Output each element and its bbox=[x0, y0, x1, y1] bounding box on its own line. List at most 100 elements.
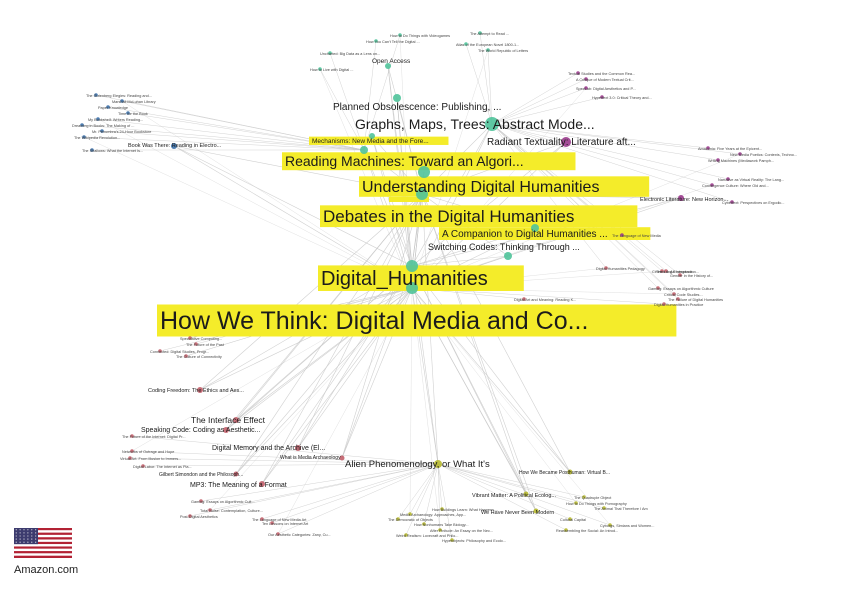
hub-label-planned-obsolescence: Planned Obsolescence: Publishing, ... bbox=[333, 102, 501, 113]
hub-label-graphs-maps: Graphs, Maps, Trees: Abstract Mode... bbox=[355, 116, 595, 132]
label-highlight bbox=[320, 205, 638, 228]
graph-node bbox=[406, 260, 418, 272]
graph-node bbox=[716, 158, 720, 162]
graph-edge bbox=[173, 145, 413, 289]
small-node-label: Weird Realism: Lovecraft and Philo... bbox=[396, 534, 458, 538]
graph-node bbox=[82, 135, 86, 139]
us-flag-icon bbox=[14, 528, 72, 558]
small-node-label: The Long Emergence... bbox=[656, 270, 696, 274]
graph-node bbox=[120, 99, 124, 103]
graph-node bbox=[398, 33, 402, 37]
graph-node bbox=[130, 449, 134, 453]
small-node-label: Textual Studies and the Common Rea... bbox=[568, 72, 635, 76]
hub-label-posthuman: How We Became Posthuman: Virtual B... bbox=[519, 470, 610, 476]
graph-node bbox=[80, 123, 84, 127]
graph-node bbox=[408, 512, 412, 516]
graph-node bbox=[620, 233, 624, 237]
graph-edge bbox=[411, 265, 571, 473]
source-caption: Amazon.com bbox=[14, 564, 79, 576]
graph-node bbox=[522, 297, 526, 301]
small-node-label: Connected: Digital Studies, Progr... bbox=[150, 350, 209, 354]
small-node-label: A Critique of Modern Textual Crit... bbox=[576, 78, 634, 82]
small-node-label: Virtual Art: From Illusion to Immers... bbox=[120, 457, 181, 461]
graph-node bbox=[656, 286, 660, 290]
highlight-layer bbox=[157, 136, 677, 337]
graph-edge bbox=[329, 52, 365, 151]
small-node-label: The Culture of Connectivity bbox=[176, 355, 222, 359]
small-node-label: Gender in the History of... bbox=[670, 274, 713, 278]
graph-edge bbox=[491, 96, 603, 125]
graph-node bbox=[96, 117, 100, 121]
small-node-label: The Gutenberg Elegies: Reading and... bbox=[86, 94, 152, 98]
graph-edge bbox=[491, 123, 729, 180]
small-node-label: How to Do Things with Videogames bbox=[390, 34, 450, 38]
graph-node bbox=[464, 42, 468, 46]
hub-label-debates: Debates in the Digital Humanities bbox=[323, 207, 574, 226]
graph-edge bbox=[261, 265, 413, 485]
graph-node bbox=[738, 152, 742, 156]
small-node-label: The Failure of Digital Humanities bbox=[668, 298, 723, 302]
small-node-label: Gaming: Essays on Algorithmic Culture bbox=[648, 287, 714, 291]
small-node-label: How to Do Things with Pornography bbox=[566, 502, 627, 506]
graph-edge bbox=[81, 124, 365, 151]
hub-label-understanding: Understanding Digital Humanities bbox=[362, 179, 599, 196]
graph-edge bbox=[209, 463, 439, 511]
small-node-label: How You Can't Tell the Digital ... bbox=[366, 40, 420, 44]
small-node-label: Time for the Book bbox=[118, 112, 148, 116]
graph-edge bbox=[319, 68, 365, 151]
small-node-label: The Democratic of Objects bbox=[388, 518, 433, 522]
graph-node bbox=[582, 495, 586, 499]
graph-edge bbox=[437, 463, 571, 520]
label-highlight bbox=[318, 265, 524, 291]
graph-edge bbox=[261, 193, 423, 485]
graph-edge bbox=[131, 450, 439, 465]
graph-node bbox=[318, 67, 322, 71]
graph-edge bbox=[411, 265, 439, 465]
graph-node bbox=[295, 445, 301, 451]
graph-node bbox=[608, 523, 612, 527]
label-highlight bbox=[309, 136, 449, 145]
graph-edge bbox=[200, 463, 439, 502]
graph-node bbox=[188, 514, 192, 518]
hub-label-coding-freedom: Coding Freedom: The Ethics and Aes... bbox=[148, 388, 244, 394]
small-node-label: Ten Lessons on Internet Art bbox=[262, 522, 309, 526]
small-node-label: Uncharted: Big Data as a Lens on... bbox=[320, 52, 380, 56]
small-node-label: Paper Knowledge bbox=[98, 106, 128, 110]
small-node-label: Post-Digital Aesthetics bbox=[180, 515, 218, 519]
small-node-label: Cultural Capital bbox=[560, 518, 586, 522]
graph-node bbox=[450, 538, 454, 542]
small-node-label: How Buildings Learn: What Happens ... bbox=[432, 508, 498, 512]
small-node-label: The World Republic of Letters bbox=[478, 49, 528, 53]
graph-node bbox=[360, 146, 368, 154]
small-node-label: The Language of New Media Art bbox=[252, 518, 307, 522]
graph-node bbox=[270, 521, 274, 525]
graph-edge bbox=[405, 463, 439, 536]
graph-node bbox=[478, 31, 482, 35]
graph-node bbox=[188, 336, 192, 340]
graph-node bbox=[604, 266, 608, 270]
small-node-label: Dreaming in Books: The Making of ... bbox=[72, 124, 134, 128]
hub-label-mp3: MP3: The Meaning of a Format bbox=[190, 482, 287, 489]
graph-node bbox=[574, 501, 578, 505]
label-highlight bbox=[157, 304, 677, 337]
small-node-label: Convergence Culture: Where Old and... bbox=[702, 184, 769, 188]
graph-edge bbox=[491, 123, 709, 149]
graph-node bbox=[208, 508, 212, 512]
graph-edge bbox=[363, 34, 401, 151]
graph-edge bbox=[423, 463, 439, 525]
graph-edge bbox=[297, 265, 413, 449]
hub-label-reading-machines: Reading Machines: Toward an Algori... bbox=[285, 153, 524, 169]
small-node-label: The Quadruple Object bbox=[574, 496, 612, 500]
graph-node bbox=[100, 129, 104, 133]
graph-node bbox=[158, 349, 162, 353]
graph-node bbox=[567, 469, 573, 475]
small-node-label: Our Aesthetic Categories: Zany, Cu... bbox=[268, 533, 331, 537]
hub-label-never-modern: We Have Never Been Modern bbox=[481, 510, 554, 516]
small-node-label: Writing Machines (Mediawork Pamph... bbox=[708, 159, 774, 163]
graph-node bbox=[194, 342, 198, 346]
small-node-label: Atlas of the European Novel 1800-1... bbox=[456, 43, 519, 47]
graph-node bbox=[259, 481, 265, 487]
graph-edge bbox=[491, 123, 719, 161]
graph-node bbox=[664, 269, 668, 273]
small-node-label: Digital Labor: The Internet as Pla... bbox=[133, 465, 192, 469]
